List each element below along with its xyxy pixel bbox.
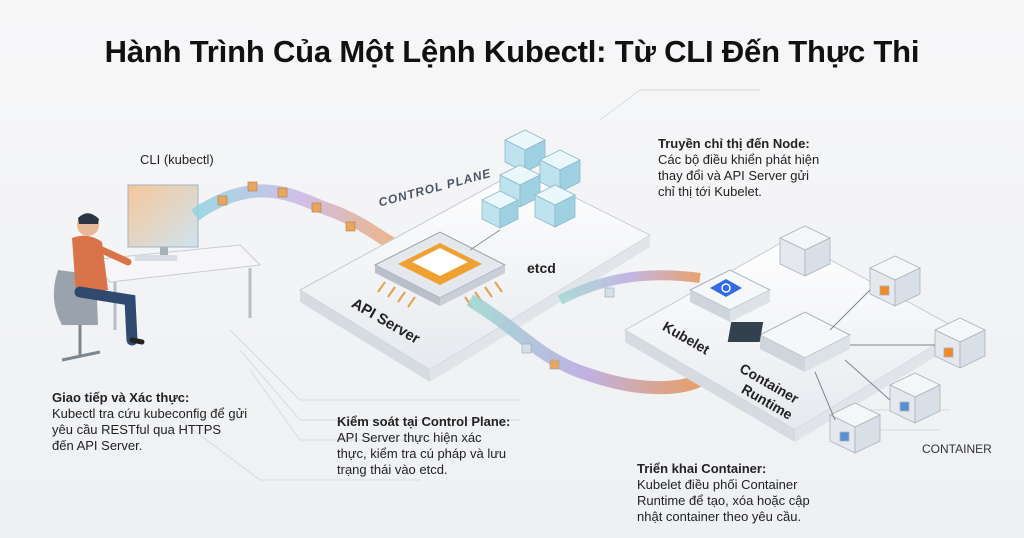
caption-control-heading: Kiểm soát tại Control Plane: bbox=[337, 414, 511, 429]
pipe-api-to-kubelet bbox=[557, 270, 701, 305]
caption-control-line: trạng thái vào etcd. bbox=[337, 462, 448, 477]
pipe-api-to-node bbox=[466, 294, 703, 395]
circuit-lines bbox=[179, 89, 950, 481]
caption-auth-line: Kubectl tra cứu kubeconfig để gửi bbox=[52, 406, 248, 421]
caption-auth-heading: Giao tiếp và Xác thực: bbox=[52, 390, 190, 405]
caption-deploy-heading: Triển khai Container: bbox=[637, 461, 767, 476]
data-packets-2 bbox=[521, 287, 615, 370]
page-title: Hành Trình Của Một Lệnh Kubectl: Từ CLI … bbox=[104, 34, 920, 69]
caption-node-line: chỉ thị tới Kubelet. bbox=[658, 184, 762, 199]
caption-auth-line: đến API Server. bbox=[52, 438, 143, 453]
caption-control-line: thực, kiểm tra cú pháp và lưu bbox=[337, 446, 507, 461]
workstation bbox=[53, 184, 262, 362]
data-packets-1 bbox=[217, 181, 356, 232]
container-cubes bbox=[779, 225, 986, 454]
caption-node-heading: Truyền chỉ thị đến Node: bbox=[658, 136, 810, 151]
caption-deploy: Triển khai Container: Kubelet điều phối … bbox=[637, 461, 867, 525]
caption-node-line: Các bộ điều khiển phát hiện bbox=[658, 152, 820, 167]
runtime-links bbox=[814, 289, 935, 421]
caption-deploy-line: Runtime để tạo, xóa hoặc cập bbox=[637, 493, 810, 508]
caption-control: Kiểm soát tại Control Plane: API Server … bbox=[337, 414, 557, 478]
etcd-cubes bbox=[481, 129, 581, 229]
caption-control-line: API Server thực hiện xác bbox=[337, 430, 482, 445]
caption-node: Truyền chỉ thị đến Node: Các bộ điều khi… bbox=[658, 136, 858, 200]
caption-auth-line: yêu cầu RESTful qua HTTPS bbox=[52, 422, 222, 437]
caption-deploy-line: Kubelet điều phối Container bbox=[637, 477, 798, 492]
cli-label: CLI (kubectl) bbox=[140, 152, 214, 167]
caption-node-line: thay đổi và API Server gửi bbox=[658, 168, 810, 183]
pipe-cli-to-api bbox=[191, 184, 408, 257]
container-label: CONTAINER bbox=[922, 442, 992, 456]
kubelet-block bbox=[688, 269, 772, 322]
caption-auth: Giao tiếp và Xác thực: Kubectl tra cứu k… bbox=[52, 390, 272, 454]
caption-deploy-line: nhật container theo yêu cầu. bbox=[637, 509, 802, 524]
etcd-label: etcd bbox=[527, 260, 556, 276]
container-runtime-block bbox=[727, 311, 852, 372]
